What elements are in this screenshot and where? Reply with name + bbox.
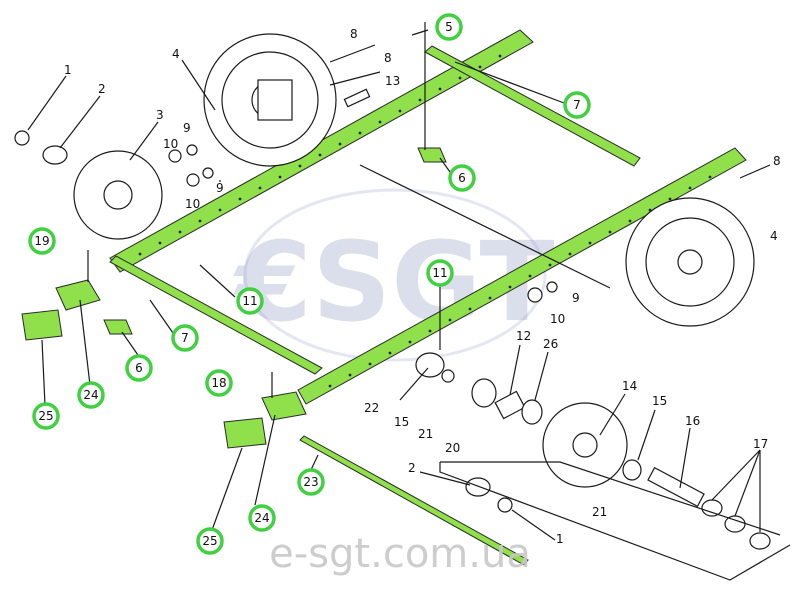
label-15-a: 15 (394, 415, 409, 429)
bracket-6-lower (103, 319, 133, 335)
svg-text:11: 11 (242, 294, 257, 308)
label-10-a: 10 (163, 137, 178, 151)
callout-19: 19 (28, 227, 56, 255)
fasteners (14, 22, 771, 513)
svg-text:6: 6 (458, 171, 466, 185)
callout-11-lower: 11 (426, 259, 454, 287)
sprocket-14 (542, 402, 628, 488)
callout-11-upper: 11 (236, 287, 264, 315)
leader-lines (27, 29, 761, 541)
svg-text:18: 18 (211, 376, 226, 390)
label-9-b: 9 (216, 181, 224, 195)
frame-lines (359, 164, 791, 581)
callout-24-left: 24 (77, 381, 105, 409)
callout-25-right: 25 (196, 527, 224, 555)
label-17: 17 (753, 437, 768, 451)
lower-bar-strip (297, 147, 747, 405)
sprocket-3 (73, 150, 163, 240)
watermark-url: e-sgt.com.ua (269, 531, 531, 577)
callout-6-lower: 6 (125, 354, 153, 382)
hinge-24-left (55, 279, 101, 311)
label-15-b: 15 (652, 394, 667, 408)
callout-6-upper: 6 (448, 164, 476, 192)
plain-labels: 1 2 3 4 8 8 13 9 10 9 10 8 4 9 10 12 26 … (64, 27, 781, 546)
svg-text:19: 19 (34, 234, 49, 248)
callout-18: 18 (205, 369, 233, 397)
label-1-bottom: 1 (556, 532, 564, 546)
svg-text:7: 7 (573, 98, 581, 112)
label-3: 3 (156, 108, 164, 122)
callout-7-lower: 7 (171, 324, 199, 352)
callout-24-right: 24 (248, 504, 276, 532)
label-1-top: 1 (64, 63, 72, 77)
label-14: 14 (622, 379, 637, 393)
label-4-upper: 4 (172, 47, 180, 61)
label-20: 20 (445, 441, 460, 455)
label-10-c: 10 (550, 312, 565, 326)
svg-text:5: 5 (445, 20, 453, 34)
label-12: 12 (516, 329, 531, 343)
label-8-c: 8 (773, 154, 781, 168)
label-8-b: 8 (384, 51, 392, 65)
label-22: 22 (364, 401, 379, 415)
shaft-assembly (415, 352, 771, 550)
sprocket-4-upper (203, 33, 337, 167)
svg-text:7: 7 (181, 331, 189, 345)
upper-bar-strip (109, 29, 534, 273)
hinge-24-right (261, 391, 307, 421)
svg-text:24: 24 (83, 388, 98, 402)
label-2-top: 2 (98, 82, 106, 96)
svg-text:11: 11 (432, 266, 447, 280)
callout-25-left: 25 (32, 402, 60, 430)
upper-bar-holes (138, 54, 502, 256)
shaft-23 (299, 435, 529, 566)
label-9-a: 9 (183, 121, 191, 135)
label-16: 16 (685, 414, 700, 428)
sprocket-4-lower (625, 197, 755, 327)
lower-bar-holes (328, 175, 712, 388)
label-21-b: 21 (592, 505, 607, 519)
label-10-b: 10 (185, 197, 200, 211)
svg-text:6: 6 (135, 361, 143, 375)
label-26: 26 (543, 337, 558, 351)
svg-text:23: 23 (303, 475, 318, 489)
callout-7-upper: 7 (563, 91, 591, 119)
callout-5: 5 (435, 13, 463, 41)
svg-text:25: 25 (202, 534, 217, 548)
bracket-6-upper (417, 147, 447, 163)
rod-7-lower (109, 255, 323, 375)
svg-text:25: 25 (38, 409, 53, 423)
label-2-bottom: 2 (408, 461, 416, 475)
plate-25-left (21, 309, 63, 341)
plate-25-right (223, 417, 267, 449)
callout-23: 23 (297, 468, 325, 496)
svg-text:24: 24 (254, 511, 269, 525)
label-8-a: 8 (350, 27, 358, 41)
rod-7-upper (424, 45, 641, 167)
highlighted-callouts: 5 7 6 19 11 11 7 6 (28, 13, 591, 555)
label-4-lower: 4 (770, 229, 778, 243)
label-9-c: 9 (572, 291, 580, 305)
label-21-a: 21 (418, 427, 433, 441)
label-13: 13 (385, 74, 400, 88)
